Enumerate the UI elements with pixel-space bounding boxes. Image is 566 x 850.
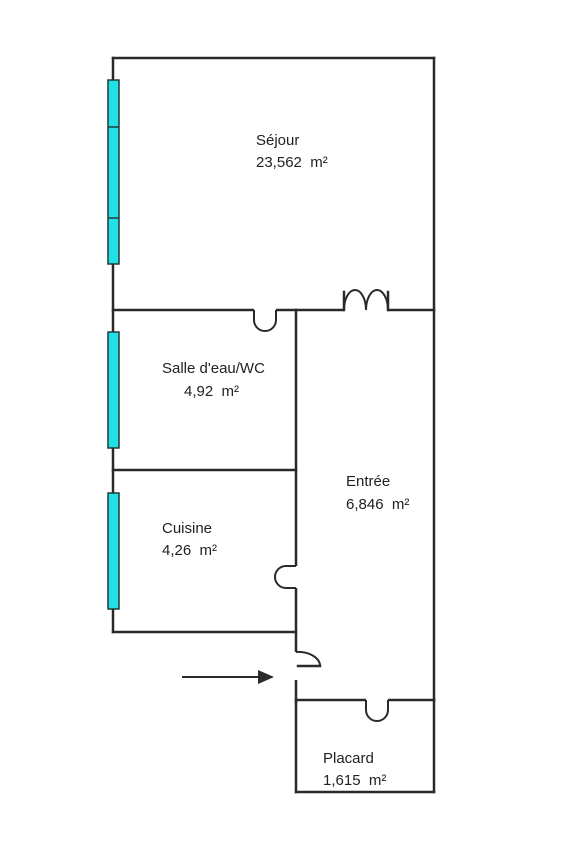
room-name-cuisine: Cuisine: [162, 520, 212, 537]
door-cuisine: [274, 565, 296, 589]
door-entrance: [295, 650, 322, 667]
door-placard: [365, 700, 389, 722]
door-sejour-right: [365, 289, 389, 311]
room-name-salle-eau: Salle d'eau/WC: [162, 360, 265, 377]
room-area-salle-eau: 4,92 m²: [184, 383, 239, 400]
room-name-sejour: Séjour: [256, 132, 299, 149]
room-area-entree: 6,846 m²: [346, 496, 409, 513]
window-salle-eau: [107, 331, 120, 449]
doors: [253, 289, 390, 722]
room-name-entree: Entrée: [346, 473, 390, 490]
door-sejour-left: [343, 289, 367, 311]
window-sejour: [107, 79, 120, 265]
arrow-right-icon: [182, 670, 274, 684]
windows: [107, 79, 120, 610]
room-area-sejour: 23,562 m²: [256, 154, 328, 171]
room-name-placard: Placard: [323, 750, 374, 767]
door-salle-eau: [253, 310, 277, 332]
room-area-placard: 1,615 m²: [323, 772, 386, 789]
window-cuisine: [107, 492, 120, 610]
room-area-cuisine: 4,26 m²: [162, 542, 217, 559]
